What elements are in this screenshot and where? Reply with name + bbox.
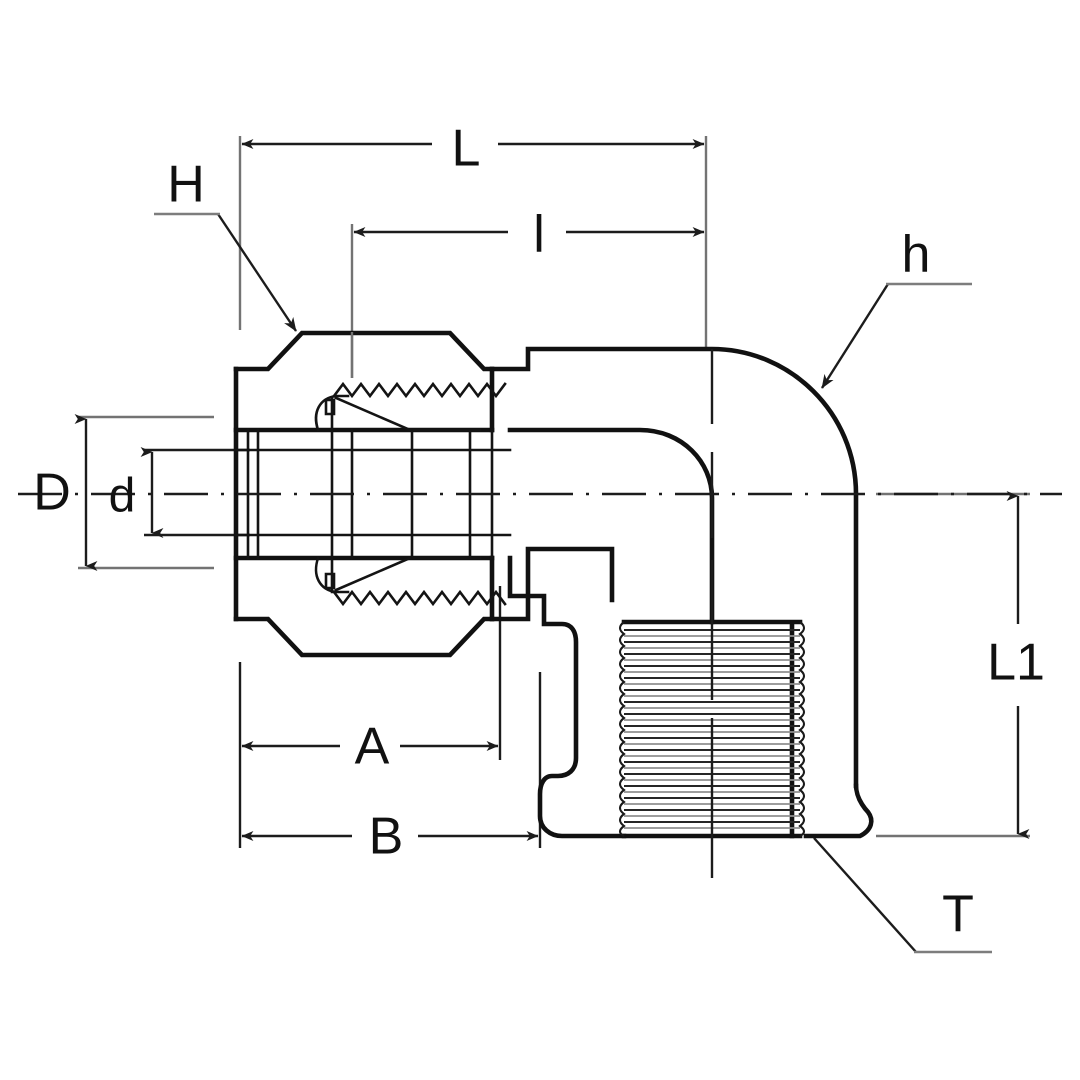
extension-lines [78,136,1030,848]
compression-nut-outline [233,330,495,658]
dimension-labels: L l H h D d A B L1 T [33,120,1045,944]
label-D: D [33,464,71,522]
dimension-lines [74,139,1030,841]
label-H: H [167,156,205,214]
thread-flank-left [618,621,626,837]
centerlines [18,332,1062,878]
elbow-lower-right-flank [803,783,874,839]
leader-line-H [217,213,297,332]
thread-flank-right [798,621,806,837]
elbow-lower-left-flank [507,555,627,839]
leader-line-T [813,837,917,953]
nut-thread-zigzag-top [332,381,507,399]
nut-top-chamfer-profile [233,330,495,372]
ferrule-upper-taper [334,396,482,432]
label-L1: L1 [987,634,1045,692]
ferrule-lower-taper [334,556,482,592]
label-T: T [942,886,974,944]
label-A: A [355,718,390,776]
ferrule-upper-notch [324,398,336,416]
nut-internal-thread [332,381,507,607]
ferrule-detail [314,394,482,594]
nut-bottom-chamfer-profile [233,616,495,658]
nut-thread-zigzag-bottom [332,589,507,607]
label-h: h [902,226,931,284]
ferrule-lower-nose [314,556,350,594]
leader-line-h [820,283,890,389]
leader-lines [154,212,992,954]
label-d: d [109,470,136,523]
label-B: B [369,808,404,866]
ferrule-lower-notch [324,572,336,590]
label-L: L [452,120,481,178]
ferrule-upper-nose [314,394,350,432]
label-l: l [533,206,545,264]
elbow-body-bottom-step [489,546,615,622]
